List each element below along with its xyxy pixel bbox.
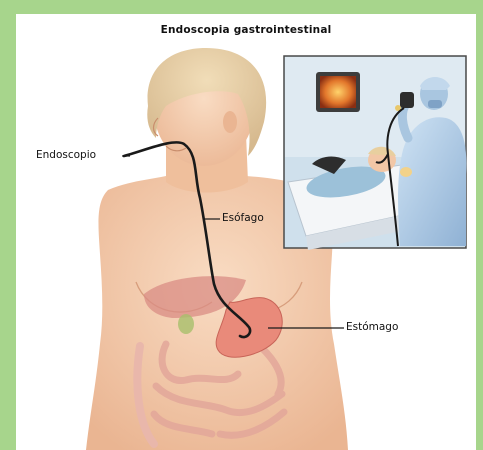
procedure-inset (284, 56, 466, 250)
endoscopy-monitor (320, 76, 356, 108)
label-stomach: Estómago (346, 321, 398, 333)
label-esophagus: Esófago (222, 212, 264, 224)
illustration-panel: Endoscopia gastrointestinal (16, 14, 476, 450)
anatomy-illustration (16, 14, 476, 450)
label-endoscope: Endoscopio (36, 149, 96, 161)
